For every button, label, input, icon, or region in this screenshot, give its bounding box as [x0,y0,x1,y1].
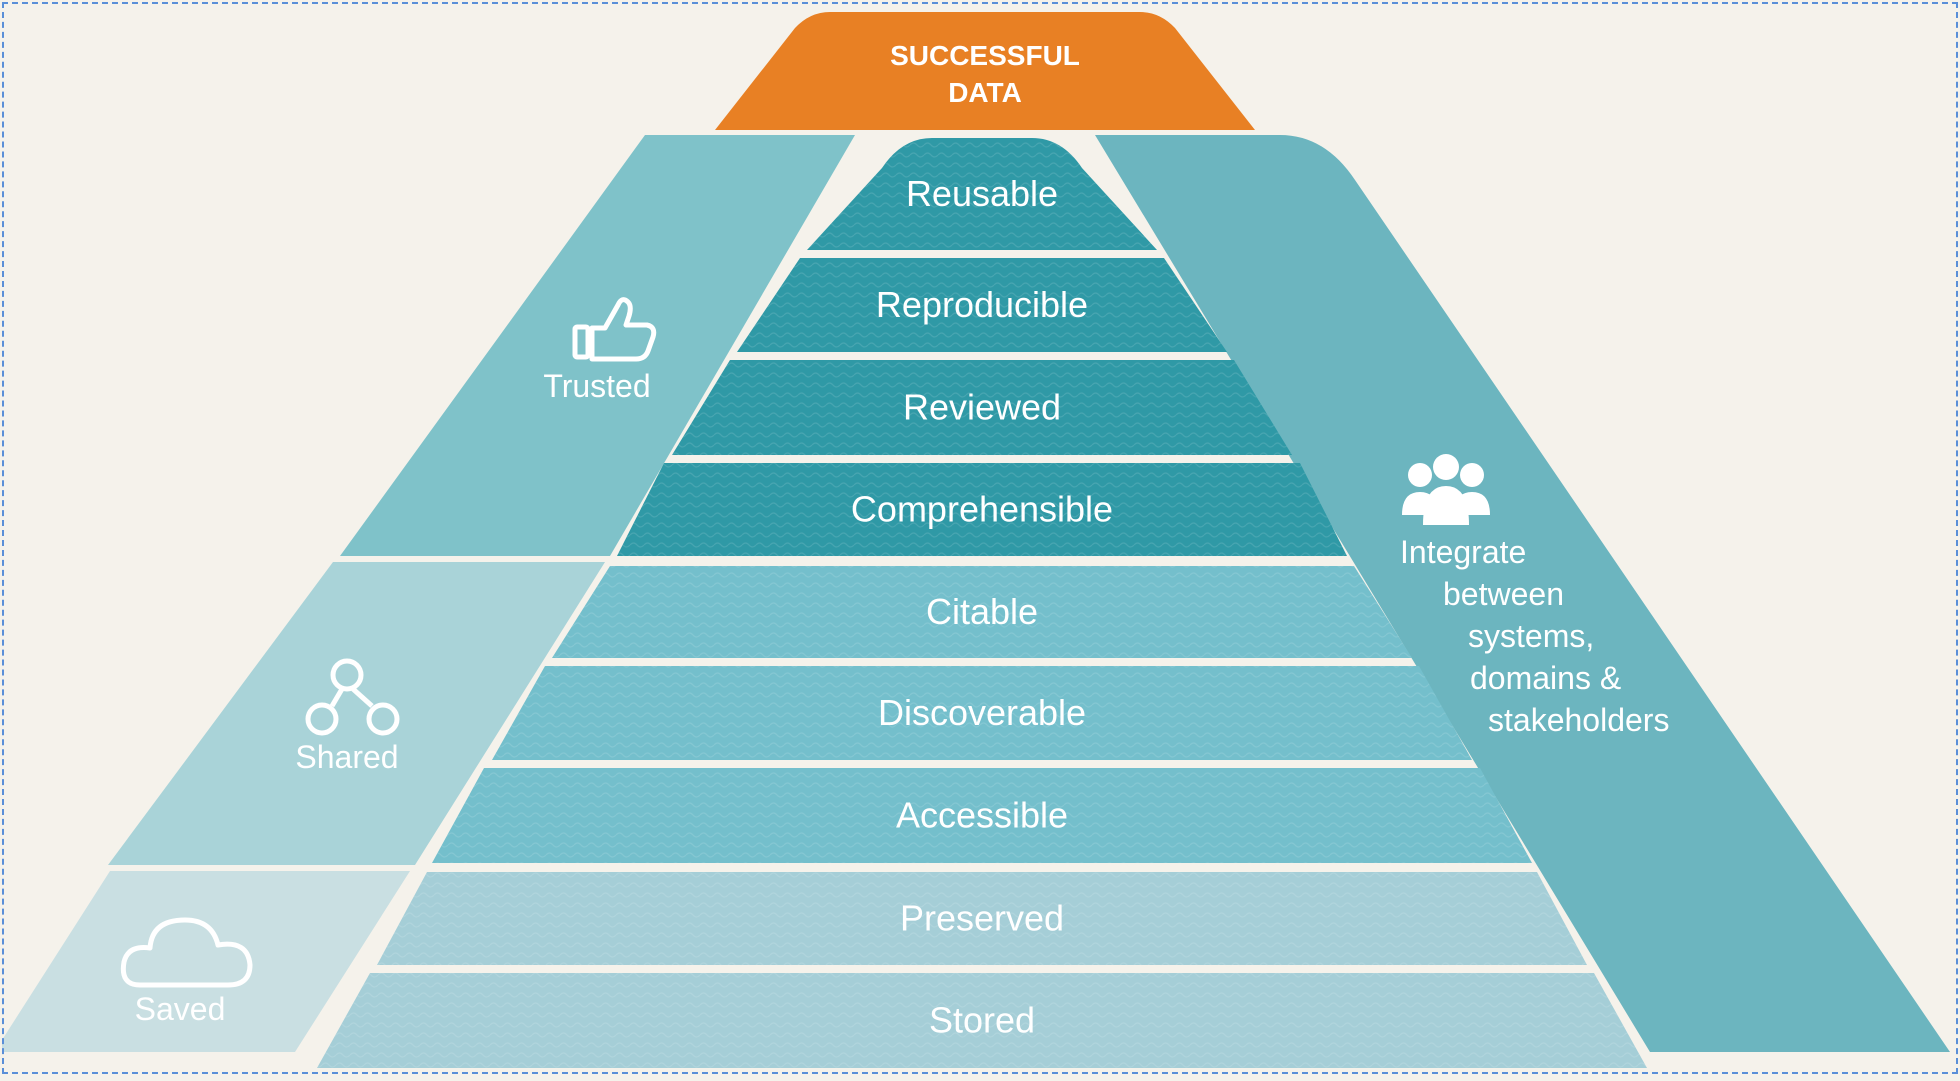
trusted-group [572,297,657,362]
saved-label: Saved [135,991,226,1027]
apex-line-2: DATA [948,77,1022,108]
layer-texture [807,138,1157,250]
layer-texture [317,973,1647,1068]
layer-texture [492,666,1472,760]
integrate-line: stakeholders [1488,702,1669,738]
apex-shape [715,12,1255,130]
integrate-line: domains & [1470,660,1621,696]
integrate-line: systems, [1468,618,1594,654]
layer-label: Preserved [900,898,1064,939]
integrate-side-panel [1095,135,1950,1052]
apex-line-1: SUCCESSFUL [890,40,1080,71]
shared-label: Shared [295,739,398,775]
layer-texture [432,768,1532,863]
layer-texture [672,360,1292,455]
layer-label: Reviewed [903,387,1061,428]
layer-label: Reproducible [876,284,1088,325]
layer-label: Stored [929,1000,1035,1041]
layer-label: Comprehensible [851,489,1113,530]
saved-side-panel [2,871,410,1052]
layer-texture [737,258,1227,352]
layer-texture [377,872,1587,965]
integrate-line: between [1443,576,1564,612]
integrate-line: Integrate [1400,534,1526,570]
trusted-side-panel [340,135,855,556]
thumbs-up-icon [572,297,657,362]
trusted-label: Trusted [543,368,650,404]
layer-label: Discoverable [878,692,1086,733]
layer-label: Reusable [906,173,1058,214]
people-group-icon [1402,454,1490,525]
layer-texture [617,463,1347,556]
network-icon [305,658,400,736]
layer-texture [552,566,1412,658]
layer-label: Citable [926,591,1038,632]
shared-side-panel [108,562,605,865]
layer-label: Accessible [896,795,1068,836]
pyramid-layers: ReusableReproducibleReviewedComprehensib… [317,138,1647,1068]
integrate-text: Integrate between systems, domains & stakeho… [1400,534,1669,738]
cloud-icon [120,917,253,988]
